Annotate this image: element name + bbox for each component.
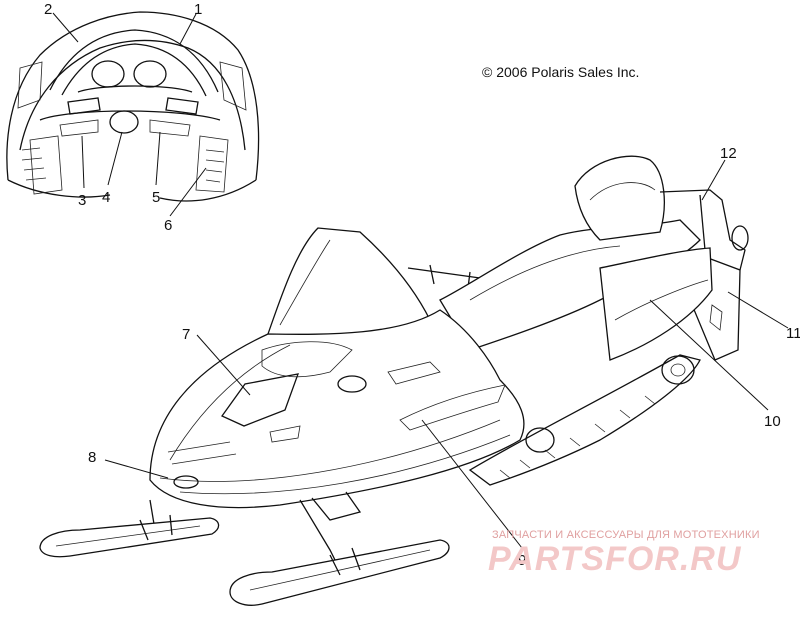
callout-1: 1 — [194, 1, 202, 18]
leader-lines — [104, 159, 789, 549]
callout-8: 8 — [88, 449, 96, 466]
callout-2: 2 — [44, 1, 52, 18]
callout-10: 10 — [764, 413, 781, 430]
dashboard-inset — [6, 11, 260, 217]
callout-6: 6 — [164, 217, 172, 234]
callout-9: 9 — [518, 552, 526, 569]
watermark-tagline: ЗАПЧАСТИ И АКСЕССУАРЫ ДЛЯ МОТОТЕХНИКИ — [492, 529, 760, 541]
copyright-text: © 2006 Polaris Sales Inc. — [482, 64, 640, 80]
watermark-brand: PARTSFOR.RU — [488, 540, 742, 578]
callout-5: 5 — [152, 189, 160, 206]
callout-12: 12 — [720, 145, 737, 162]
callout-4: 4 — [102, 189, 110, 206]
callout-3: 3 — [78, 192, 86, 209]
snowmobile-body — [39, 155, 749, 606]
callout-11: 11 — [786, 325, 800, 342]
callout-7: 7 — [182, 326, 190, 343]
